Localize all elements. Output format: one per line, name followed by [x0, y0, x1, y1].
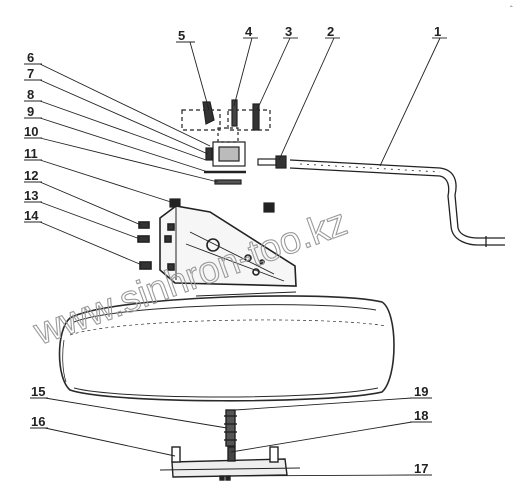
- callout-12: 12: [24, 168, 38, 183]
- corner-mark: ˆ: [510, 5, 513, 14]
- callout-10: 10: [24, 124, 38, 139]
- callout-15: 15: [31, 384, 45, 399]
- bottom-clamp-assembly: [159, 409, 301, 481]
- callout-11: 11: [24, 146, 38, 161]
- bolt: [257, 155, 287, 169]
- callout-19: 19: [414, 384, 428, 399]
- callout-7: 7: [27, 66, 34, 81]
- callout-4: 4: [245, 24, 253, 39]
- leader-lines: [24, 37, 447, 477]
- callout-2: 2: [327, 24, 334, 39]
- carrier-bracket: [137, 205, 297, 297]
- spare-wheel-tyre: [58, 295, 395, 402]
- callout-13: 13: [24, 188, 38, 203]
- callout-9: 9: [27, 104, 34, 119]
- callout-18: 18: [414, 408, 428, 423]
- callout-6: 6: [27, 50, 34, 65]
- callout-3: 3: [285, 24, 292, 39]
- callout-17: 17: [414, 461, 428, 476]
- callout-8: 8: [27, 87, 34, 102]
- callout-5: 5: [178, 28, 185, 43]
- crank-handle: [289, 159, 505, 247]
- callout-1: 1: [434, 24, 441, 39]
- callout-labels: 1 2 3 4 5 6 7 8 9 10 11 12 13 14 15 16 1…: [24, 24, 441, 476]
- hub-assembly: [169, 99, 275, 213]
- callout-14: 14: [24, 208, 39, 223]
- callout-16: 16: [31, 414, 45, 429]
